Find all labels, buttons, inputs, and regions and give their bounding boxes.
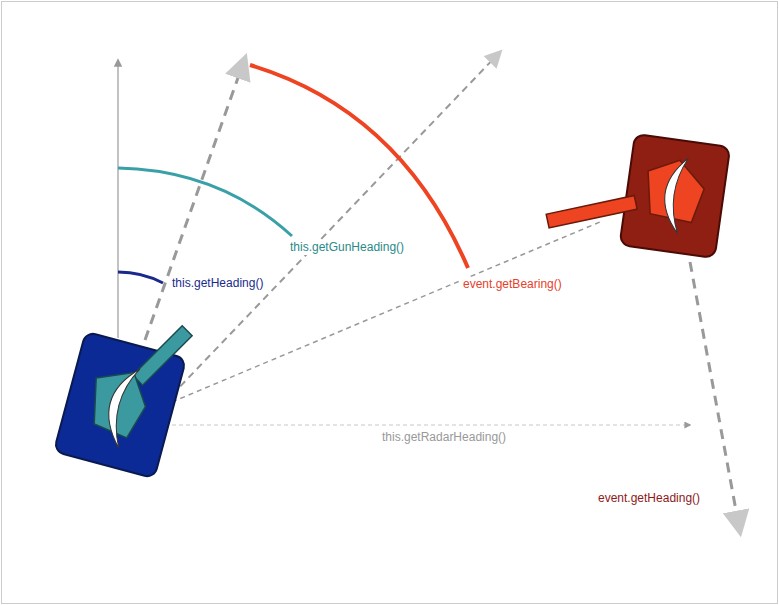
gun-heading-arc [118,168,292,236]
method-label: event.getBearing() [461,277,564,292]
enemy-tank [543,123,730,258]
own-tank [54,302,194,478]
method-label: event.getHeading() [596,491,702,506]
enemy-direction-line [172,222,600,402]
north-axis [117,60,118,338]
method-label: this.getHeading() [170,276,265,291]
method-label: this.getRadarHeading() [380,430,508,445]
method-label: this.getGunHeading() [288,240,406,255]
heading-arc [118,272,163,283]
gun-heading-line [172,52,500,395]
bearing-arc [250,65,468,268]
radar-heading-line [165,425,690,426]
body-heading-line [145,58,245,340]
